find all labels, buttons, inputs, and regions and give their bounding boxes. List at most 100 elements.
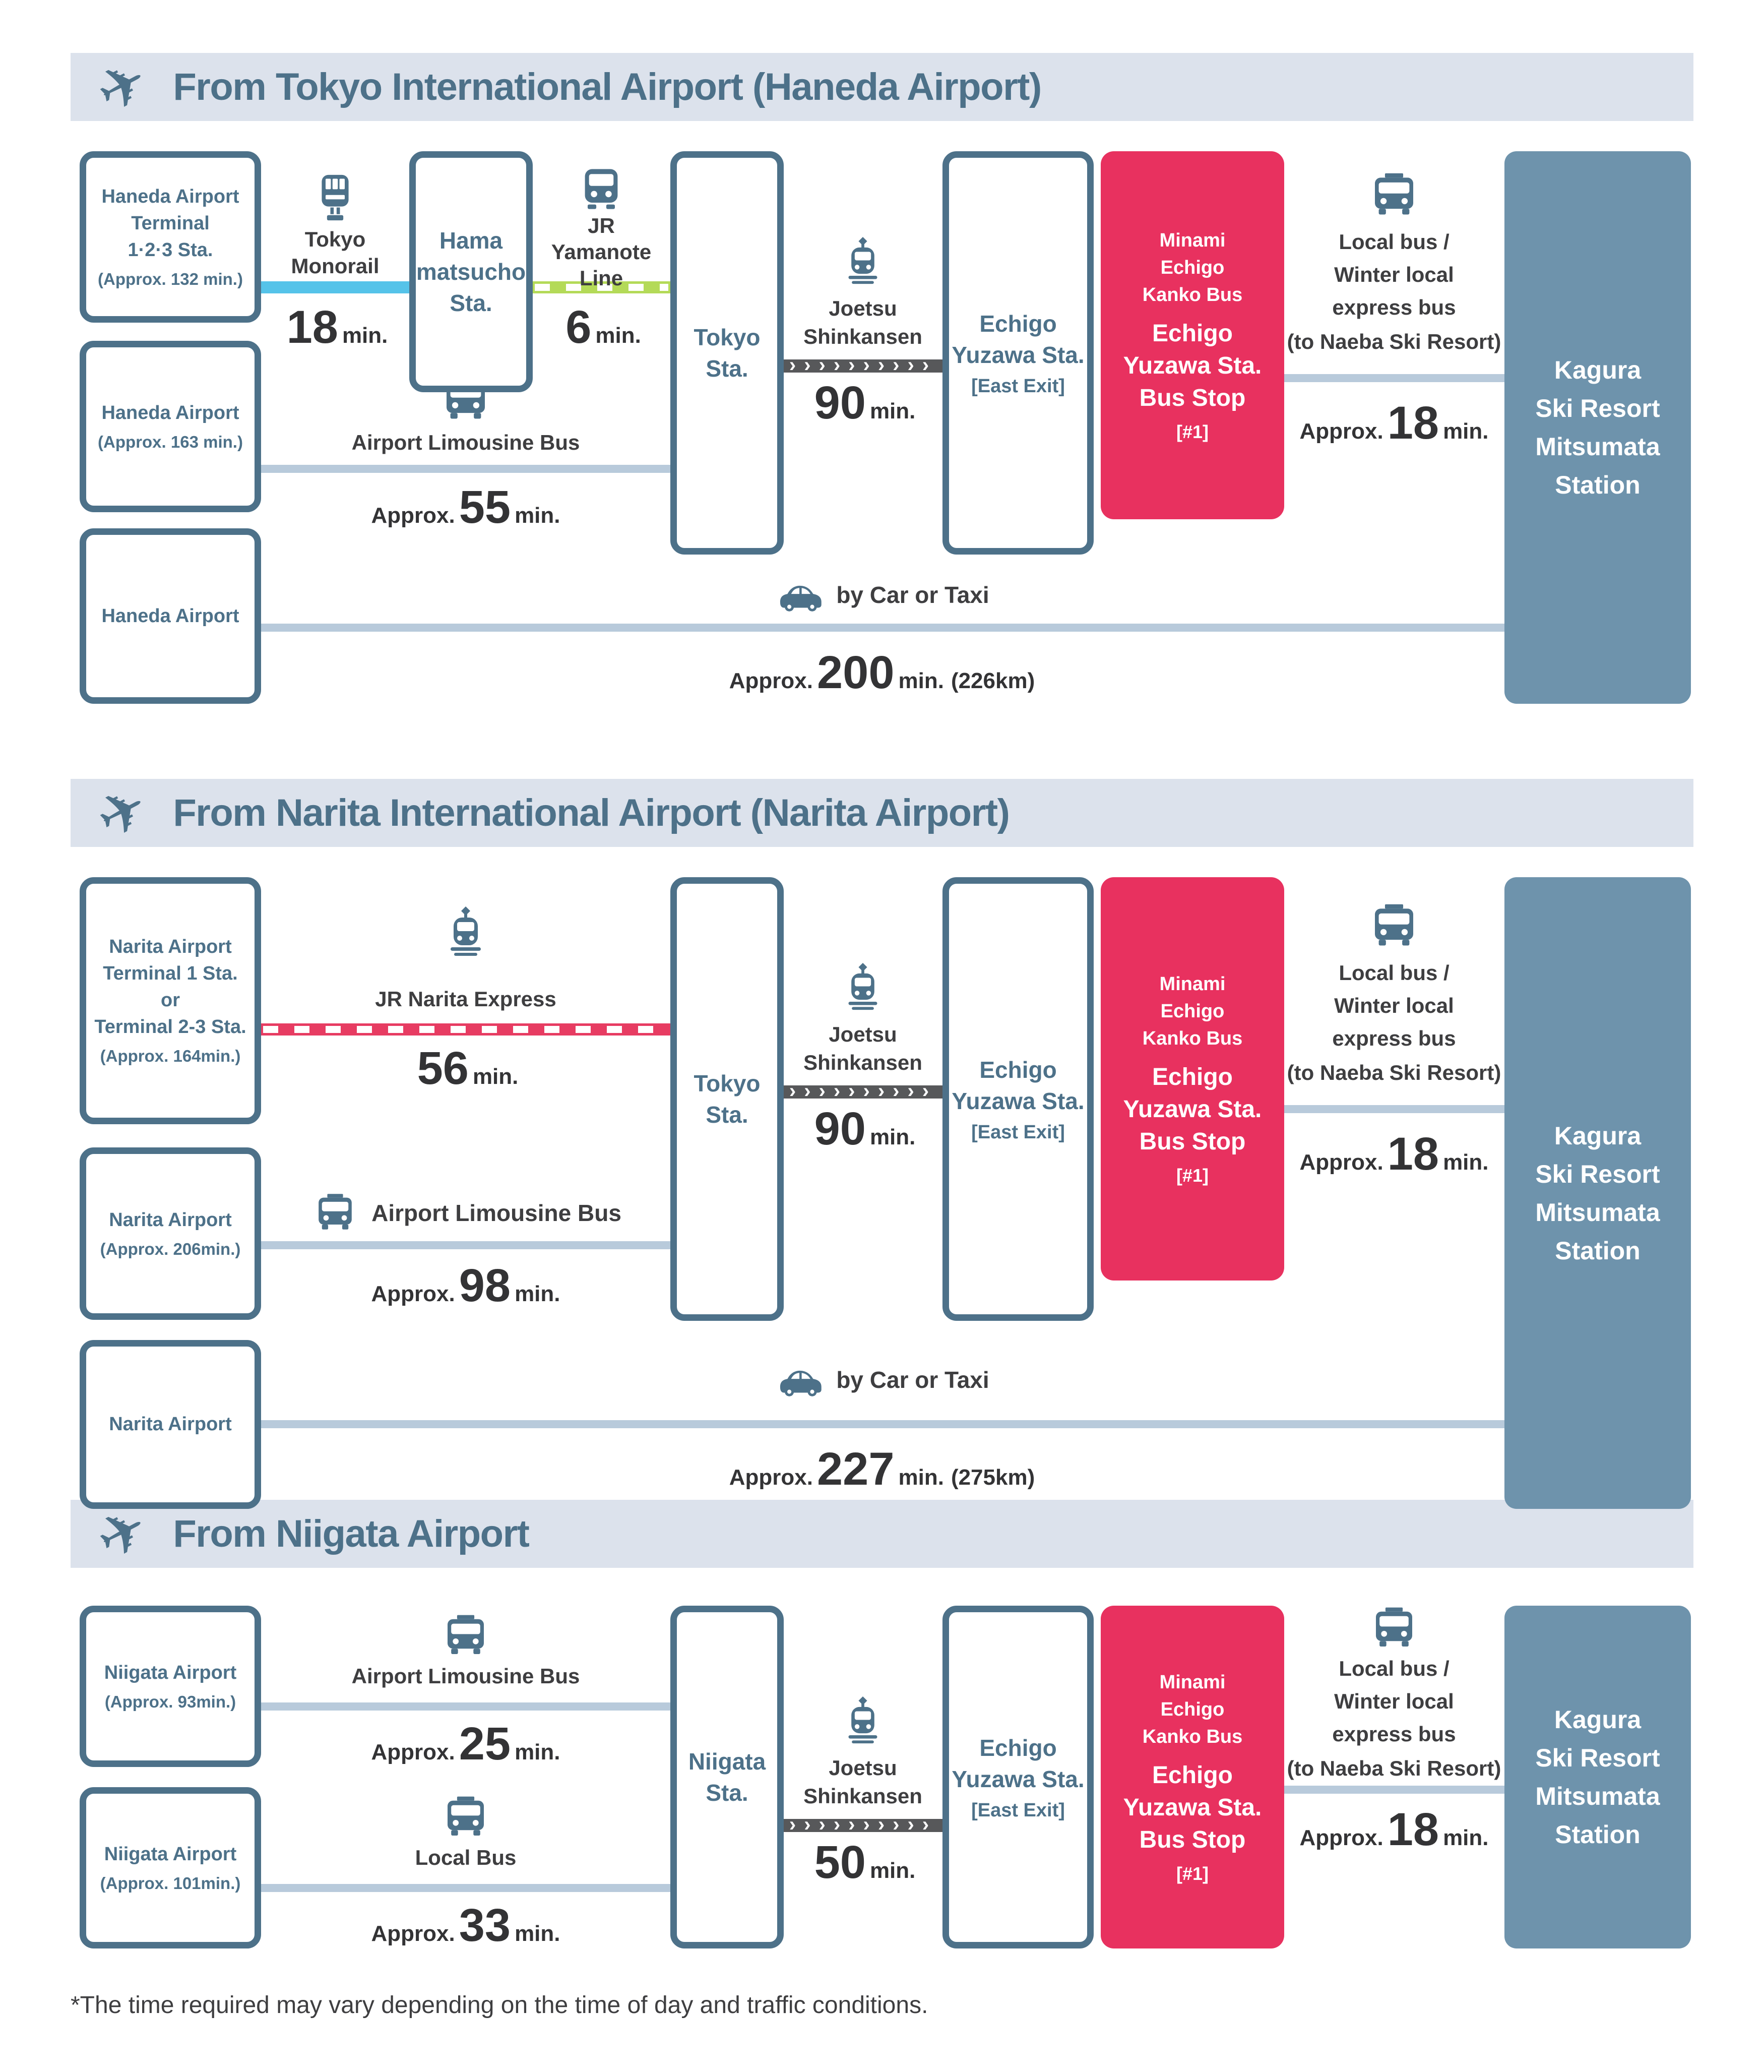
kagura-1-text: Kagura <box>1554 356 1642 384</box>
echigo-yuzawa-1-subtext: [East Exit] <box>971 376 1065 397</box>
n-airport-bus-text: Narita Airport <box>109 1209 232 1231</box>
local-bus-1-label: Local bus / <box>1339 230 1450 254</box>
airport-limousine-3-line <box>261 1702 670 1711</box>
local-bus-1-label: (to Naeba Ski Resort) <box>1287 330 1501 353</box>
jr-narita-express-label: JR Narita Express <box>375 987 556 1011</box>
local-bus-3-time-unit: min. <box>1443 1825 1489 1850</box>
kagura-3-text: Ski Resort <box>1535 1744 1660 1772</box>
bus-stop-2-text: Kanko Bus <box>1142 1028 1243 1049</box>
local-bus-3-label: (to Naeba Ski Resort) <box>1287 1756 1501 1780</box>
section-title-narita: From Narita International Airport (Narit… <box>173 791 1010 834</box>
joetsu-shinkansen-1-chevrons: ›››››››››› <box>789 359 937 373</box>
car-taxi-2-time-extra: (275km) <box>951 1465 1035 1490</box>
shinkansen-icon <box>828 237 898 285</box>
n-terminal-sta-text: Terminal 2-3 Sta. <box>94 1016 246 1038</box>
bus-icon <box>1359 902 1429 950</box>
tokyo-monorail-time-unit: min. <box>342 323 388 348</box>
local-bus-1-time-unit: min. <box>1443 419 1489 444</box>
section-header-narita: ✈ From Narita International Airport (Nar… <box>71 773 1693 852</box>
car-taxi-2-time-prefix: Approx. <box>729 1465 813 1490</box>
tokyo-monorail-line <box>261 281 409 293</box>
bus-stop-1-text: Bus Stop <box>1139 385 1246 411</box>
h-terminal-sta-text: Haneda Airport <box>101 186 239 207</box>
airport-limousine-2-time-unit: min. <box>515 1282 560 1306</box>
jr-yamanote-dashes <box>535 284 668 291</box>
jr-yamanote-time: 6 min. <box>299 301 904 359</box>
tokyo-monorail-time-value: 18 <box>286 301 338 353</box>
bus-stop-1-text: Echigo <box>1152 320 1233 347</box>
airport-limousine-2-label-row: Airport Limousine Bus <box>113 1189 818 1237</box>
niigata-airport-local-subtext: (Approx. 101min.) <box>100 1873 241 1893</box>
bus-icon <box>1359 171 1429 219</box>
local-bus-2-label: Winter local <box>1334 994 1454 1017</box>
jr-narita-express-dashes <box>263 1026 668 1033</box>
jr-yamanote-line <box>533 281 670 293</box>
kagura-2-text: Station <box>1555 1236 1641 1265</box>
jr-yamanote-label: Line <box>579 266 623 290</box>
plane-icon: ✈ <box>86 46 159 127</box>
bus-icon <box>310 1192 360 1234</box>
station-box-n-airport-car: Narita Airport <box>80 1340 261 1509</box>
joetsu-shinkansen-2-line: ›››››››››› <box>784 1085 942 1099</box>
kagura-2-text: Ski Resort <box>1535 1160 1660 1188</box>
tokyo-sta-2-text: Tokyo <box>694 1070 761 1096</box>
jr-narita-express-time-unit: min. <box>472 1064 519 1089</box>
jr-narita-express-time-value: 56 <box>417 1043 469 1094</box>
station-box-niigata-airport-limo: Niigata Airport(Approx. 93min.) <box>80 1606 261 1767</box>
bus-stop-3-subtext: [#1] <box>1176 1863 1209 1884</box>
local-bus-3-label: Local bus / <box>1339 1657 1450 1680</box>
car-taxi-1-time-extra: (226km) <box>951 668 1035 693</box>
airport-limousine-3-time-prefix: Approx. <box>371 1740 455 1764</box>
joetsu-shinkansen-3-time-unit: min. <box>869 1858 916 1883</box>
n-airport-car-text: Narita Airport <box>109 1414 232 1435</box>
niigata-sta-text: Niigata <box>688 1748 766 1775</box>
echigo-yuzawa-2-text: Echigo <box>979 1057 1057 1083</box>
local-bus-1-time-value: 18 <box>1387 397 1439 449</box>
echigo-yuzawa-3-subtext: [East Exit] <box>971 1800 1065 1821</box>
section-title-niigata: From Niigata Airport <box>173 1512 530 1555</box>
joetsu-shinkansen-2-time-unit: min. <box>869 1125 916 1149</box>
echigo-yuzawa-3-text: Yuzawa Sta. <box>952 1766 1085 1792</box>
footnote: *The time required may vary depending on… <box>71 1992 928 2019</box>
joetsu-shinkansen-1-time-unit: min. <box>869 399 916 423</box>
local-bus-2-time-prefix: Approx. <box>1299 1150 1383 1175</box>
bus-stop-3-text: Bus Stop <box>1139 1826 1246 1853</box>
station-box-n-airport-bus: Narita Airport(Approx. 206min.) <box>80 1147 261 1320</box>
kagura-3-text: Station <box>1555 1820 1641 1849</box>
car-taxi-1-label-row: by Car or Taxi <box>529 571 1235 619</box>
niigata-local-bus-time-value: 33 <box>459 1900 511 1951</box>
car-taxi-2-label-row: by Car or Taxi <box>529 1356 1235 1404</box>
jr-yamanote-time-value: 6 <box>565 301 592 353</box>
niigata-local-bus-line <box>261 1884 670 1892</box>
kagura-1-text: Station <box>1555 471 1641 499</box>
tokyo-sta-2-text: Sta. <box>706 1102 748 1128</box>
hamamatsucho-sta-text: Sta. <box>450 290 492 316</box>
h-airport-bus-subtext: (Approx. 163 min.) <box>98 432 243 451</box>
joetsu-shinkansen-1-time-value: 90 <box>814 377 866 429</box>
local-bus-3-label: Winter local <box>1334 1689 1454 1713</box>
n-terminal-sta-text: or <box>161 990 180 1011</box>
joetsu-shinkansen-1-label: Shinkansen <box>803 325 922 348</box>
airport-limousine-3-time-unit: min. <box>515 1740 560 1764</box>
bus-stop-1-text: Kanko Bus <box>1142 284 1243 306</box>
section-header-niigata: ✈ From Niigata Airport <box>71 1494 1693 1573</box>
station-box-h-airport-car: Haneda Airport <box>80 528 261 704</box>
h-airport-bus-text: Haneda Airport <box>101 402 239 423</box>
bus-icon <box>430 1613 501 1659</box>
local-bus-2-time-unit: min. <box>1443 1150 1489 1175</box>
car-taxi-1-label: by Car or Taxi <box>836 582 989 608</box>
airport-limousine-2-line <box>261 1241 670 1249</box>
airport-limousine-2-time-value: 98 <box>459 1260 511 1311</box>
airport-limousine-1-label: Airport Limousine Bus <box>351 431 580 454</box>
